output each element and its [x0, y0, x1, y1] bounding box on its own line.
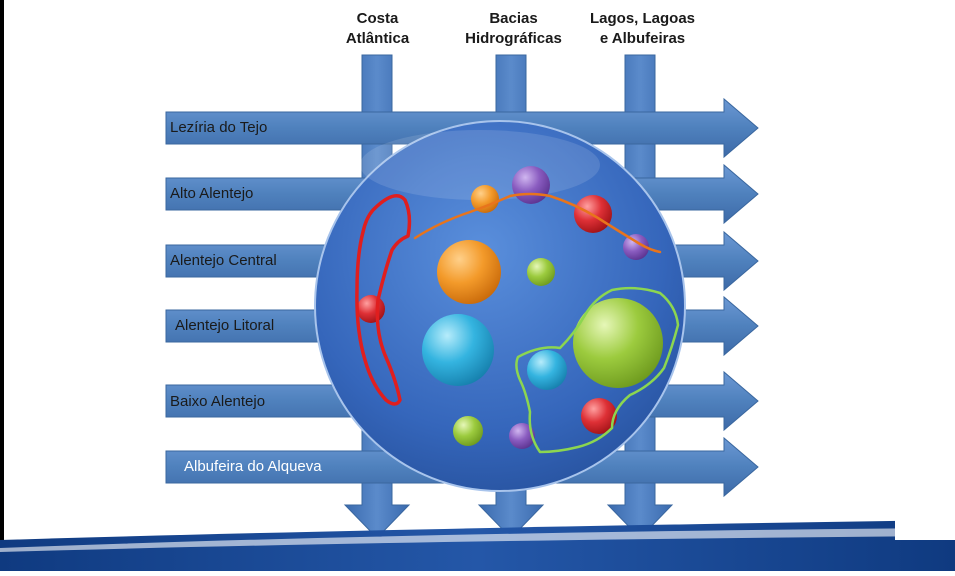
bubble-green-small [527, 258, 555, 286]
footer-corner-white [895, 520, 955, 540]
bubble-purple-bottom [509, 423, 535, 449]
bubble-red-bottom [581, 398, 617, 434]
column-title-bacias: Bacias Hidrográficas [456, 9, 571, 49]
row-label-albufeira: Albufeira do Alqueva [184, 458, 322, 475]
column-title-bacias-line1: Bacias [489, 10, 538, 27]
frame-edge [0, 0, 4, 545]
row-label-alentejo-central: Alentejo Central [170, 252, 277, 269]
bubble-green-bottom [453, 416, 483, 446]
bubbles [357, 166, 663, 449]
column-title-lagos: Lagos, Lagoas e Albufeiras [580, 9, 705, 49]
column-title-costa: Costa Atlântica [325, 9, 430, 49]
outline-red [355, 194, 412, 406]
bubble-orange-large [437, 240, 501, 304]
bubble-cyan-small [527, 350, 567, 390]
column-title-costa-line1: Costa [356, 10, 399, 27]
bubble-red-left [357, 295, 385, 323]
outline-green [515, 286, 680, 454]
outline-orange [413, 192, 662, 254]
row-label-lezíria: Lezíria do Tejo [170, 119, 268, 136]
row-label-baixo-alentejo: Baixo Alentejo [170, 393, 266, 410]
row-label-alentejo-litoral: Alentejo Litoral [175, 317, 275, 334]
bubble-purple-top [512, 166, 550, 204]
bubble-green-large [573, 298, 663, 388]
row-label-alto-alentejo: Alto Alentejo [170, 185, 254, 202]
column-title-lagos-line1: Lagos, Lagoas [589, 10, 696, 27]
column-title-costa-line2: Atlântica [345, 30, 410, 47]
bubble-orange-small [471, 185, 499, 213]
bubble-cyan-large [422, 314, 494, 386]
footer-white-curve [0, 528, 955, 552]
bubble-purple-right [623, 234, 649, 260]
column-title-lagos-line2: e Albufeiras [599, 30, 686, 47]
column-title-bacias-line2: Hidrográficas [465, 30, 562, 47]
